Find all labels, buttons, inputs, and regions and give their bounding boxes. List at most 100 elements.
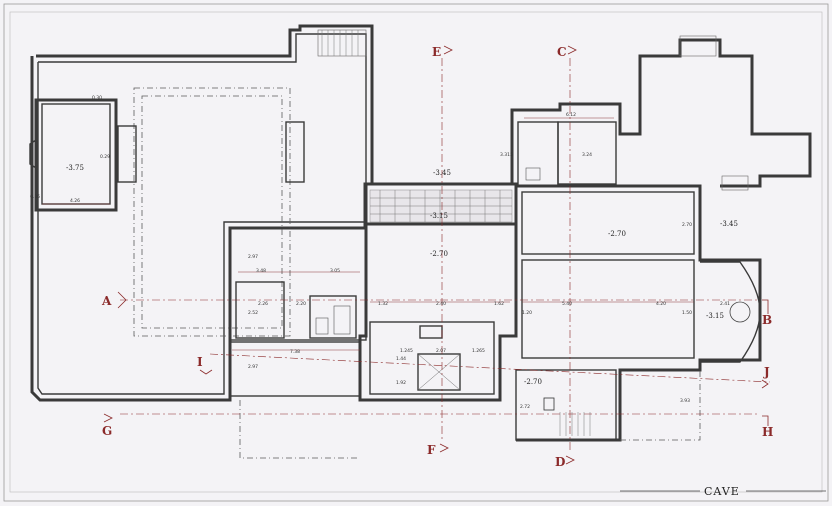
svg-text:B: B [762, 313, 772, 327]
ne-bath [517, 121, 559, 187]
dim-text: 2.72 [520, 404, 530, 410]
dim-text: 2.20 [296, 301, 306, 307]
ext-outline-se [620, 370, 701, 441]
apse-fixture [729, 301, 751, 323]
dim-text: 2.97 [248, 254, 258, 260]
north-stair [317, 29, 367, 57]
level-apse: -3.15 [706, 312, 724, 320]
svg-text:E: E [432, 45, 441, 59]
section-marker-j: J [761, 365, 770, 389]
ext-outline-sw [239, 400, 360, 459]
dim-text: 2.41 [720, 301, 730, 307]
west-room-inner-wall [37, 33, 367, 395]
section-marker-i: I [197, 355, 213, 375]
level-pool-room: -3.75 [66, 164, 84, 172]
northeast-wall [510, 38, 812, 188]
svg-text:G: G [102, 424, 112, 438]
level-east-corner: -3.45 [720, 220, 738, 228]
pool-room-inner [41, 103, 111, 205]
svg-text:J: J [763, 365, 770, 379]
dim-text: 2.40 [436, 301, 446, 307]
service-block [229, 227, 367, 341]
apse [700, 261, 761, 363]
dim-text: 1.44 [396, 356, 406, 362]
dim-text: 5.40 [562, 301, 572, 307]
north-stair-treads [321, 30, 359, 56]
level-central: -2.70 [430, 250, 448, 258]
svg-text:C: C [557, 45, 567, 59]
service-room-a [235, 281, 285, 339]
lift-cross-2 [417, 353, 461, 391]
dim-text: 4.26 [70, 198, 80, 204]
pool-inner-outline [141, 95, 283, 329]
corridor-south [229, 341, 361, 397]
section-marker-f: F [427, 443, 449, 457]
east-room-inner [521, 191, 695, 255]
dim-text: 1.92 [396, 380, 406, 386]
dim-text: 3.48 [256, 268, 266, 274]
section-marker-c: C [557, 45, 577, 59]
east-room-wall [514, 184, 762, 442]
lobby-niche [419, 325, 443, 339]
dim-text: 1.265 [472, 348, 485, 354]
svg-text:A: A [101, 294, 112, 308]
dim-text: 2.07 [436, 348, 446, 354]
pool-room-door [29, 139, 37, 169]
section-lines [120, 58, 771, 450]
pool-room-wall [34, 98, 118, 212]
pool-steps-right [285, 121, 305, 183]
lift-shaft [417, 353, 461, 391]
west-room-wall [30, 24, 374, 402]
dim-text: 1.245 [400, 348, 413, 354]
section-marker-h: H [762, 415, 773, 439]
east-nave [521, 259, 695, 359]
svg-text:I: I [197, 355, 203, 369]
dim-text: 3.93 [680, 398, 690, 404]
upper-hall-hatch [370, 190, 512, 222]
south-stair-treads [559, 412, 591, 436]
boiler [543, 397, 555, 411]
wc-room [309, 295, 357, 339]
ne-bath-fixture [525, 167, 541, 181]
section-marker-b: B [762, 299, 772, 327]
drawing-title: CAVE [704, 485, 740, 498]
south-stair-block [515, 369, 617, 441]
dim-text: 3.05 [330, 268, 340, 274]
dim-text: 7.38 [290, 349, 300, 355]
level-upper-hall: -3.15 [430, 212, 448, 220]
dim-text: 0.30 [92, 95, 102, 101]
wc-fixture [315, 317, 329, 335]
svg-text:F: F [427, 443, 436, 457]
svg-text:D: D [555, 455, 565, 469]
svg-text:H: H [762, 425, 773, 439]
dim-text: 4.20 [656, 301, 666, 307]
dim-text: 6.12 [566, 112, 576, 118]
dim-text: 3.315 [500, 152, 513, 158]
dim-text: 3.24 [582, 152, 592, 158]
dim-text: 1.50 [682, 310, 692, 316]
dim-text: 0.36 [30, 194, 40, 200]
pool-steps-left [117, 125, 137, 183]
dim-text: 1.20 [522, 310, 532, 316]
dim-text: 0.29 [100, 154, 110, 160]
dim-text: 2.97 [248, 364, 258, 370]
level-hall: -3.45 [433, 169, 451, 177]
sheet-frame [3, 3, 829, 502]
level-east-main: -2.70 [608, 230, 626, 238]
inner-frame [9, 11, 823, 493]
section-marker-d: D [555, 455, 575, 469]
ne-stair [679, 35, 717, 57]
dim-text: 2.70 [682, 222, 692, 228]
level-stair: -2.70 [524, 378, 542, 386]
dim-text: 1.32 [378, 301, 388, 307]
dim-text: 1.62 [494, 301, 504, 307]
dim-text: 2.26 [258, 301, 268, 307]
pool-outline [133, 87, 291, 337]
section-marker-g: G [102, 413, 113, 438]
section-marker-a: A [101, 291, 127, 309]
ne-stair-b [721, 175, 749, 191]
shower-fixture [333, 305, 351, 335]
section-marker-e: E [432, 45, 453, 59]
upper-hall-wall [364, 182, 518, 226]
